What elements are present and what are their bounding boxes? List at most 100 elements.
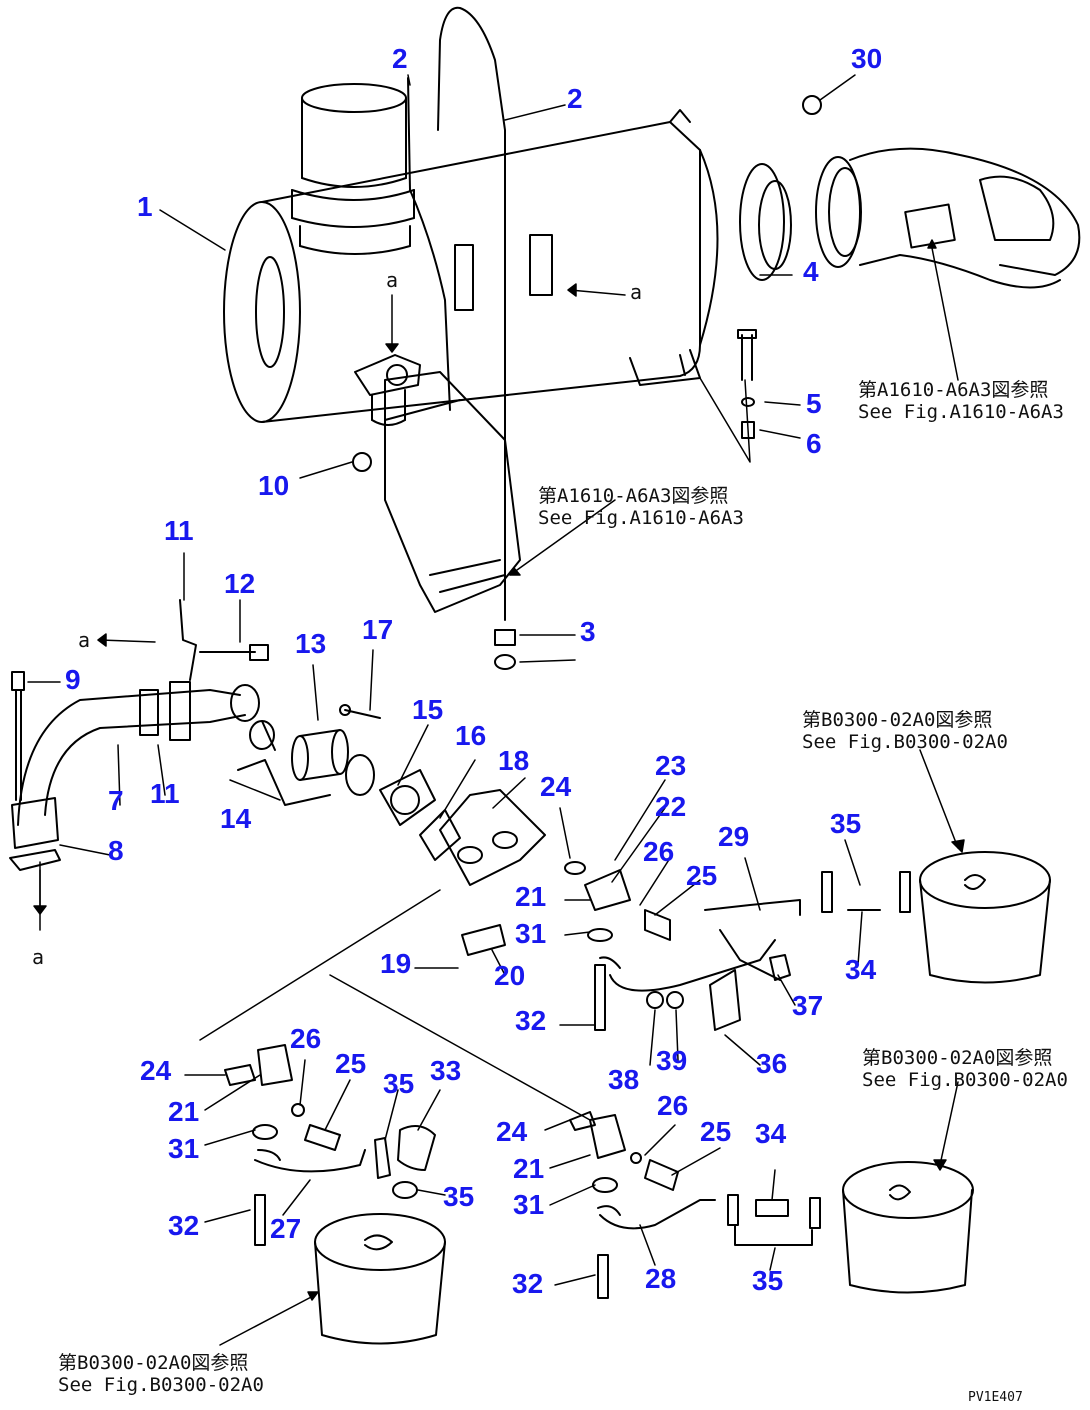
callout-22: 22 bbox=[655, 791, 687, 822]
bracket-11-12 bbox=[179, 599, 269, 681]
callout-24: 24 bbox=[540, 771, 572, 802]
callout-26: 26 bbox=[290, 1023, 322, 1054]
mounting-bracket bbox=[384, 371, 521, 613]
callout-32: 32 bbox=[512, 1268, 544, 1299]
u-bolt-straps bbox=[407, 6, 553, 621]
leader-lines bbox=[27, 74, 863, 1286]
callout-25: 25 bbox=[700, 1116, 732, 1147]
reference-en: See Fig.B0300-02A0 bbox=[862, 1068, 1068, 1091]
turbo-pipe-assemblies bbox=[584, 869, 911, 1031]
air-cleaner-bottom-right bbox=[842, 1161, 974, 1294]
callout-31: 31 bbox=[515, 918, 547, 949]
callout-15: 15 bbox=[412, 694, 444, 725]
callout-38: 38 bbox=[608, 1064, 640, 1095]
callout-27: 27 bbox=[270, 1213, 302, 1244]
outlet-flanges bbox=[739, 156, 862, 281]
callout-19: 19 bbox=[380, 948, 412, 979]
callout-35: 35 bbox=[752, 1265, 784, 1296]
callout-13: 13 bbox=[295, 628, 327, 659]
callout-32: 32 bbox=[168, 1210, 200, 1241]
callout-3: 3 bbox=[580, 616, 596, 647]
callout-12: 12 bbox=[224, 568, 256, 599]
inlet-stack bbox=[291, 83, 415, 255]
right-turbo-assembly bbox=[569, 1111, 821, 1299]
pipe-flange-10 bbox=[352, 354, 421, 472]
reference-note-bracket: 第A1610-A6A3図参照 See Fig.A1610-A6A3 bbox=[538, 485, 744, 530]
left-turbo-assembly bbox=[224, 1044, 436, 1246]
reference-jp: 第B0300-02A0図参照 bbox=[802, 709, 993, 731]
callout-5: 5 bbox=[806, 388, 822, 419]
callout-10: 10 bbox=[258, 470, 290, 501]
callout-18: 18 bbox=[498, 745, 530, 776]
callout-35: 35 bbox=[830, 808, 862, 839]
callout-25: 25 bbox=[335, 1048, 367, 1079]
muffler-body bbox=[223, 109, 719, 423]
callout-11: 11 bbox=[150, 778, 180, 809]
reference-arrows bbox=[219, 239, 965, 1346]
reference-jp: 第B0300-02A0図参照 bbox=[58, 1352, 249, 1374]
reference-note-air-cleaner-3: 第B0300-02A0図参照 See Fig.B0300-02A0 bbox=[58, 1352, 264, 1397]
reference-note-top-right: 第A1610-A6A3図参照 See Fig.A1610-A6A3 bbox=[858, 379, 1064, 424]
callout-33: 33 bbox=[430, 1055, 462, 1086]
exhaust-manifold bbox=[379, 769, 586, 956]
leader-frame-lines bbox=[199, 779, 591, 1121]
connection-marker: a bbox=[78, 628, 91, 652]
connection-marker: a bbox=[32, 945, 45, 969]
outlet-elbow bbox=[849, 147, 1081, 289]
callout-31: 31 bbox=[513, 1189, 545, 1220]
connection-marker: a bbox=[630, 280, 643, 304]
tail-pipe bbox=[9, 681, 260, 871]
callout-7: 7 bbox=[108, 785, 124, 816]
callout-8: 8 bbox=[108, 835, 124, 866]
reference-en: See Fig.B0300-02A0 bbox=[58, 1373, 264, 1396]
callout-28: 28 bbox=[645, 1263, 677, 1294]
reference-jp: 第A1610-A6A3図参照 bbox=[538, 485, 729, 507]
callout-6: 6 bbox=[806, 428, 822, 459]
callout-24: 24 bbox=[140, 1055, 172, 1086]
air-cleaner-bottom-left bbox=[314, 1213, 446, 1345]
callout-2: 2 bbox=[392, 43, 408, 74]
drawing-code: PV1E407 bbox=[968, 1390, 1023, 1405]
callout-20: 20 bbox=[494, 960, 526, 991]
callout-36: 36 bbox=[756, 1048, 788, 1079]
nuts-3 bbox=[494, 629, 516, 670]
callout-32: 32 bbox=[515, 1005, 547, 1036]
callout-1: 1 bbox=[137, 191, 153, 222]
callout-21: 21 bbox=[168, 1096, 200, 1127]
clip-30 bbox=[802, 95, 822, 115]
callout-23: 23 bbox=[655, 750, 687, 781]
air-cleaner-top-right bbox=[919, 851, 1051, 984]
callout-21: 21 bbox=[513, 1153, 545, 1184]
reference-en: See Fig.A1610-A6A3 bbox=[858, 400, 1064, 423]
reference-en: See Fig.A1610-A6A3 bbox=[538, 506, 744, 529]
callout-35: 35 bbox=[443, 1181, 475, 1212]
callout-30: 30 bbox=[851, 43, 883, 74]
callout-37: 37 bbox=[792, 990, 824, 1021]
connection-marker: a bbox=[386, 268, 399, 292]
reference-note-air-cleaner-1: 第B0300-02A0図参照 See Fig.B0300-02A0 bbox=[802, 709, 1008, 754]
callout-24: 24 bbox=[496, 1116, 528, 1147]
reference-en: See Fig.B0300-02A0 bbox=[802, 730, 1008, 753]
reference-note-air-cleaner-2: 第B0300-02A0図参照 See Fig.B0300-02A0 bbox=[862, 1047, 1068, 1092]
callout-29: 29 bbox=[718, 821, 750, 852]
callout-16: 16 bbox=[455, 720, 487, 751]
callout-34: 34 bbox=[755, 1118, 787, 1149]
callout-11: 11 bbox=[164, 515, 194, 546]
callout-39: 39 bbox=[656, 1045, 688, 1076]
callout-26: 26 bbox=[657, 1090, 689, 1121]
sleeve-clamps bbox=[237, 720, 375, 806]
bolt-washer-nut bbox=[737, 329, 757, 439]
callout-2: 2 bbox=[567, 83, 583, 114]
callout-25: 25 bbox=[686, 860, 718, 891]
reference-jp: 第B0300-02A0図参照 bbox=[862, 1047, 1053, 1069]
reference-jp: 第A1610-A6A3図参照 bbox=[858, 379, 1049, 401]
callout-26: 26 bbox=[643, 836, 675, 867]
marker-arrows bbox=[33, 283, 626, 915]
callout-34: 34 bbox=[845, 954, 877, 985]
callout-35: 35 bbox=[383, 1068, 415, 1099]
bolt-9 bbox=[11, 671, 25, 801]
callout-17: 17 bbox=[362, 614, 394, 645]
callout-31: 31 bbox=[168, 1133, 200, 1164]
